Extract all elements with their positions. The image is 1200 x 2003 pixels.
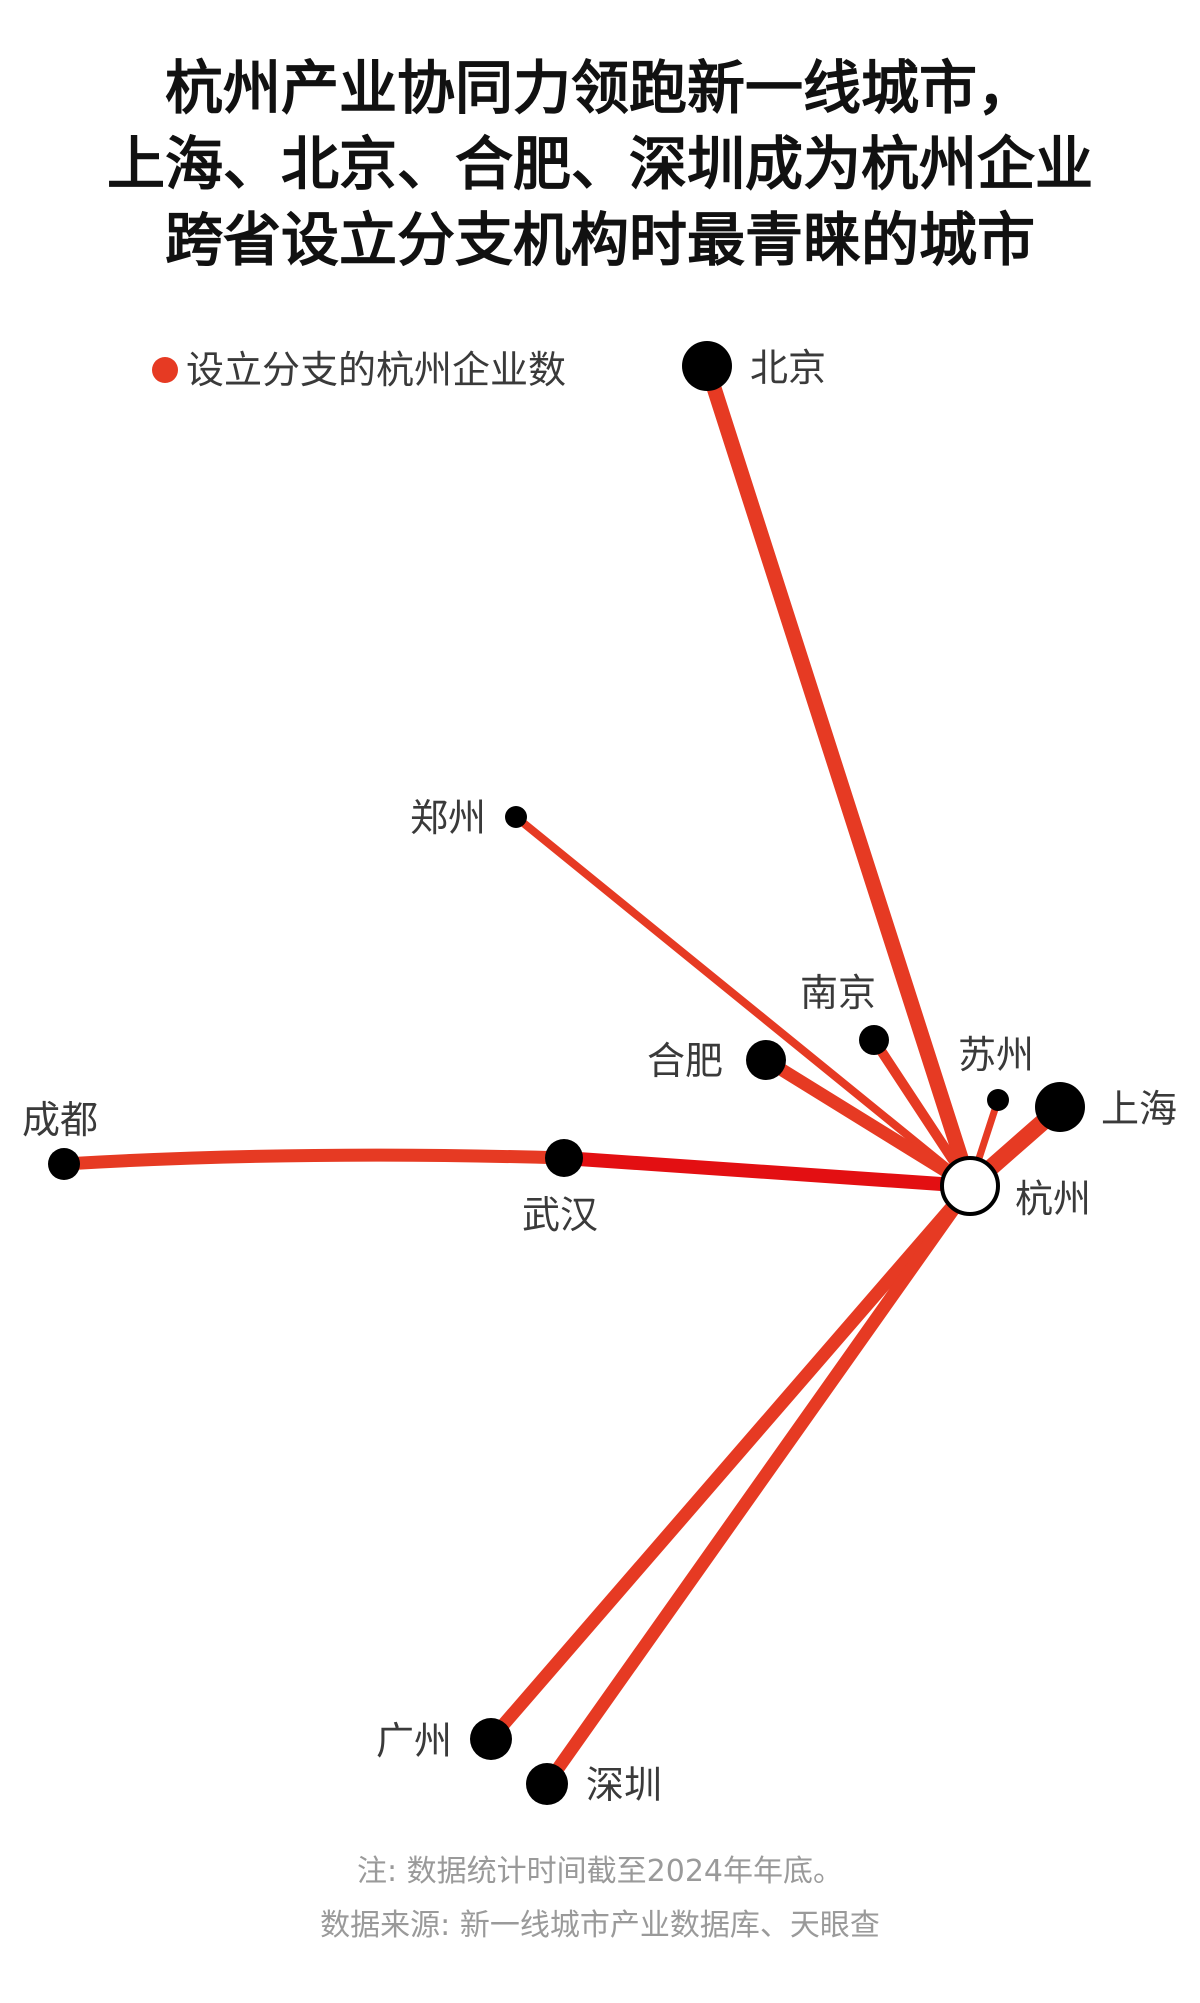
label-hefei: 合肥 <box>647 1039 723 1083</box>
label-shenzhen: 深圳 <box>586 1763 662 1807</box>
label-wuhan: 武汉 <box>522 1193 598 1237</box>
label-chengdu: 成都 <box>22 1098 98 1142</box>
node-shenzhen <box>526 1763 568 1805</box>
route-wuhan <box>557 1151 977 1193</box>
routes <box>57 358 1069 1791</box>
label-zhengzhou: 郑州 <box>410 796 486 840</box>
data-note: 注: 数据统计时间截至2024年年底。 <box>357 1854 843 1889</box>
data-source: 数据来源: 新一线城市产业数据库、天眼查 <box>320 1908 880 1943</box>
label-suzhou: 苏州 <box>958 1033 1034 1077</box>
label-shanghai: 上海 <box>1101 1087 1177 1131</box>
route-zhengzhou <box>512 813 974 1190</box>
title-line-3: 跨省设立分支机构时最青睐的城市 <box>164 206 1035 274</box>
title-line-1: 杭州产业协同力领跑新一线城市， <box>164 54 1035 122</box>
label-guangzhou: 广州 <box>376 1719 452 1763</box>
node-zhengzhou <box>505 806 527 828</box>
legend-swatch <box>152 357 178 383</box>
route-hefei <box>759 1053 977 1193</box>
route-chengdu <box>57 1148 571 1171</box>
title-line-2: 上海、北京、合肥、深圳成为杭州企业 <box>106 130 1093 198</box>
label-nanjing: 南京 <box>800 971 876 1015</box>
route-guangzhou <box>484 1179 977 1746</box>
route-shenzhen <box>540 1179 977 1791</box>
label-beijing: 北京 <box>750 346 826 390</box>
node-shanghai <box>1035 1082 1085 1132</box>
chart-title: 杭州产业协同力领跑新一线城市， 上海、北京、合肥、深圳成为杭州企业 跨省设立分支… <box>0 50 1200 278</box>
node-guangzhou <box>470 1718 512 1760</box>
hub-node <box>940 1156 1000 1216</box>
node-beijing <box>682 341 732 391</box>
city-nodes <box>48 341 1085 1805</box>
node-hefei <box>746 1040 786 1080</box>
legend-label: 设立分支的杭州企业数 <box>186 348 566 392</box>
node-suzhou <box>987 1089 1009 1111</box>
footnotes: 注: 数据统计时间截至2024年年底。 数据来源: 新一线城市产业数据库、天眼查 <box>0 1845 1200 1953</box>
node-nanjing <box>859 1025 889 1055</box>
node-chengdu <box>48 1148 80 1180</box>
route-beijing <box>699 358 978 1194</box>
node-wuhan <box>545 1139 583 1177</box>
label-hangzhou: 杭州 <box>1015 1177 1091 1221</box>
